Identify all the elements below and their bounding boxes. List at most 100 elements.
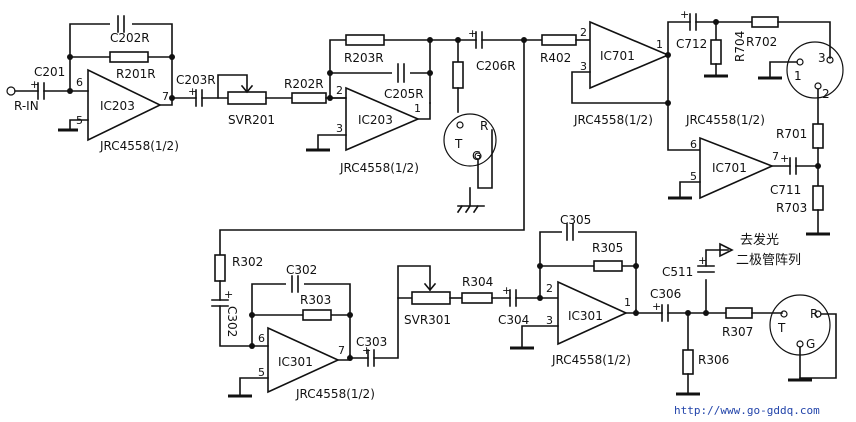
label-ic301-a: IC301 — [278, 355, 313, 369]
label-c302: C302 — [286, 263, 317, 277]
label-c304: C304 — [498, 313, 529, 327]
polarity-c206r: + — [468, 27, 477, 40]
resistor-r302 — [214, 254, 226, 282]
capacitor-c205r — [392, 63, 410, 83]
stage-ic701-a — [523, 13, 831, 151]
resistor-r701 — [812, 123, 824, 149]
stage-ic301-b — [510, 223, 783, 396]
resistor-r402 — [541, 34, 577, 46]
label-r203r: R203R — [344, 51, 384, 65]
label-ic301-b: IC301 — [568, 309, 603, 323]
pin-ic701a-2: 2 — [580, 26, 587, 39]
label-jrc-c: JRC4558(1/2) — [573, 113, 653, 127]
opamp-ic203-a — [87, 68, 162, 142]
label-xlr-2: 2 — [822, 87, 830, 101]
label-ic701-b: IC701 — [712, 161, 747, 175]
label-c305: C305 — [560, 213, 591, 227]
label-r202r: R202R — [284, 77, 324, 91]
stage-ic301-a — [211, 254, 413, 398]
label-c205r: C205R — [384, 87, 424, 101]
label-jack1-g: G — [472, 149, 481, 163]
pin-ic301a-6: 6 — [258, 332, 265, 345]
label-r305: R305 — [592, 241, 623, 255]
label-svr201: SVR201 — [228, 113, 275, 127]
label-r703: R703 — [776, 201, 807, 215]
label-c302-vertical: C302 — [225, 306, 239, 337]
label-r306: R306 — [698, 353, 729, 367]
label-c203r: C203R — [176, 73, 216, 87]
resistor-r305 — [593, 260, 623, 272]
label-jrc-f: JRC4558(1/2) — [551, 353, 631, 367]
pin-ic301b-2: 2 — [546, 282, 553, 295]
label-jack2-g: G — [806, 337, 815, 351]
input-terminal — [6, 86, 16, 96]
polarity-c306: + — [652, 300, 661, 313]
label-jack2-r: R — [810, 307, 818, 321]
label-led-note-1: 去发光 — [740, 232, 779, 248]
label-jack1-r: R — [480, 119, 488, 133]
label-r704: R704 — [733, 31, 747, 62]
resistor-r203r — [345, 34, 385, 46]
label-r303: R303 — [300, 293, 331, 307]
opamp-ic701-b — [699, 136, 775, 200]
polarity-c304: + — [502, 284, 511, 297]
pin-ic301a-5: 5 — [258, 366, 265, 379]
label-r307: R307 — [722, 325, 753, 339]
polarity-c203r: + — [188, 85, 197, 98]
pin-ic203a-6: 6 — [76, 76, 83, 89]
label-c303: C303 — [356, 335, 387, 349]
opamp-ic301-b — [557, 280, 628, 346]
resistor-r201r — [109, 51, 149, 63]
pin-ic701b-7: 7 — [772, 150, 779, 163]
jack-2 — [769, 294, 837, 382]
label-ic203-b: IC203 — [358, 113, 393, 127]
label-jrc-b: JRC4558(1/2) — [339, 161, 419, 175]
stage-ic203-a — [6, 15, 229, 142]
wire-link — [219, 39, 525, 256]
label-jrc-d: JRC4558(1/2) — [685, 113, 765, 127]
label-jrc-e: JRC4558(1/2) — [295, 387, 375, 401]
resistor-r306 — [682, 349, 694, 375]
label-r201r: R201R — [116, 67, 156, 81]
label-jack2-t: T — [777, 321, 786, 335]
resistor-r704 — [710, 39, 722, 65]
resistor-r304 — [461, 292, 493, 304]
pin-ic203b-1: 1 — [414, 102, 421, 115]
label-ic203-a: IC203 — [100, 99, 135, 113]
pin-ic203a-5: 5 — [76, 114, 83, 127]
label-xlr-1: 1 — [794, 69, 802, 83]
label-svr301: SVR301 — [404, 313, 451, 327]
polarity-c303: + — [362, 344, 371, 357]
watermark-url: http://www.go-gddq.com — [674, 404, 820, 417]
pin-ic203b-3: 3 — [336, 122, 343, 135]
label-c712: C712 — [676, 37, 707, 51]
stage-ic701-b — [668, 123, 830, 236]
pin-ic203a-7: 7 — [162, 90, 169, 103]
opamp-ic203-b — [345, 86, 421, 152]
label-jack1-t: T — [454, 137, 463, 151]
label-c202r: C202R — [110, 31, 150, 45]
resistor-r303 — [302, 309, 332, 321]
resistor-jack1-bias — [452, 61, 464, 89]
pin-ic301a-7: 7 — [338, 344, 345, 357]
pin-ic701b-6: 6 — [690, 138, 697, 151]
label-xlr-3: 3 — [818, 51, 826, 65]
label-jrc-a: JRC4558(1/2) — [99, 139, 179, 153]
polarity-c712: + — [680, 8, 689, 21]
polarity-c511: + — [698, 254, 707, 267]
label-c711: C711 — [770, 183, 801, 197]
label-led-note-2: 二极管阵列 — [736, 253, 801, 268]
label-c206r: C206R — [476, 59, 516, 73]
label-r701: R701 — [776, 127, 807, 141]
potentiometer-svr201 — [217, 74, 293, 105]
polarity-c711: + — [780, 152, 789, 165]
xlr-connector — [758, 41, 844, 125]
pin-ic701a-1: 1 — [656, 38, 663, 51]
label-c201: C201 — [34, 65, 65, 79]
opamp-ic301-a — [267, 326, 340, 394]
pin-ic701b-5: 5 — [690, 170, 697, 183]
pin-ic701a-3: 3 — [580, 60, 587, 73]
polarity-c302: + — [224, 288, 233, 301]
stage-ic203-b — [306, 31, 527, 152]
